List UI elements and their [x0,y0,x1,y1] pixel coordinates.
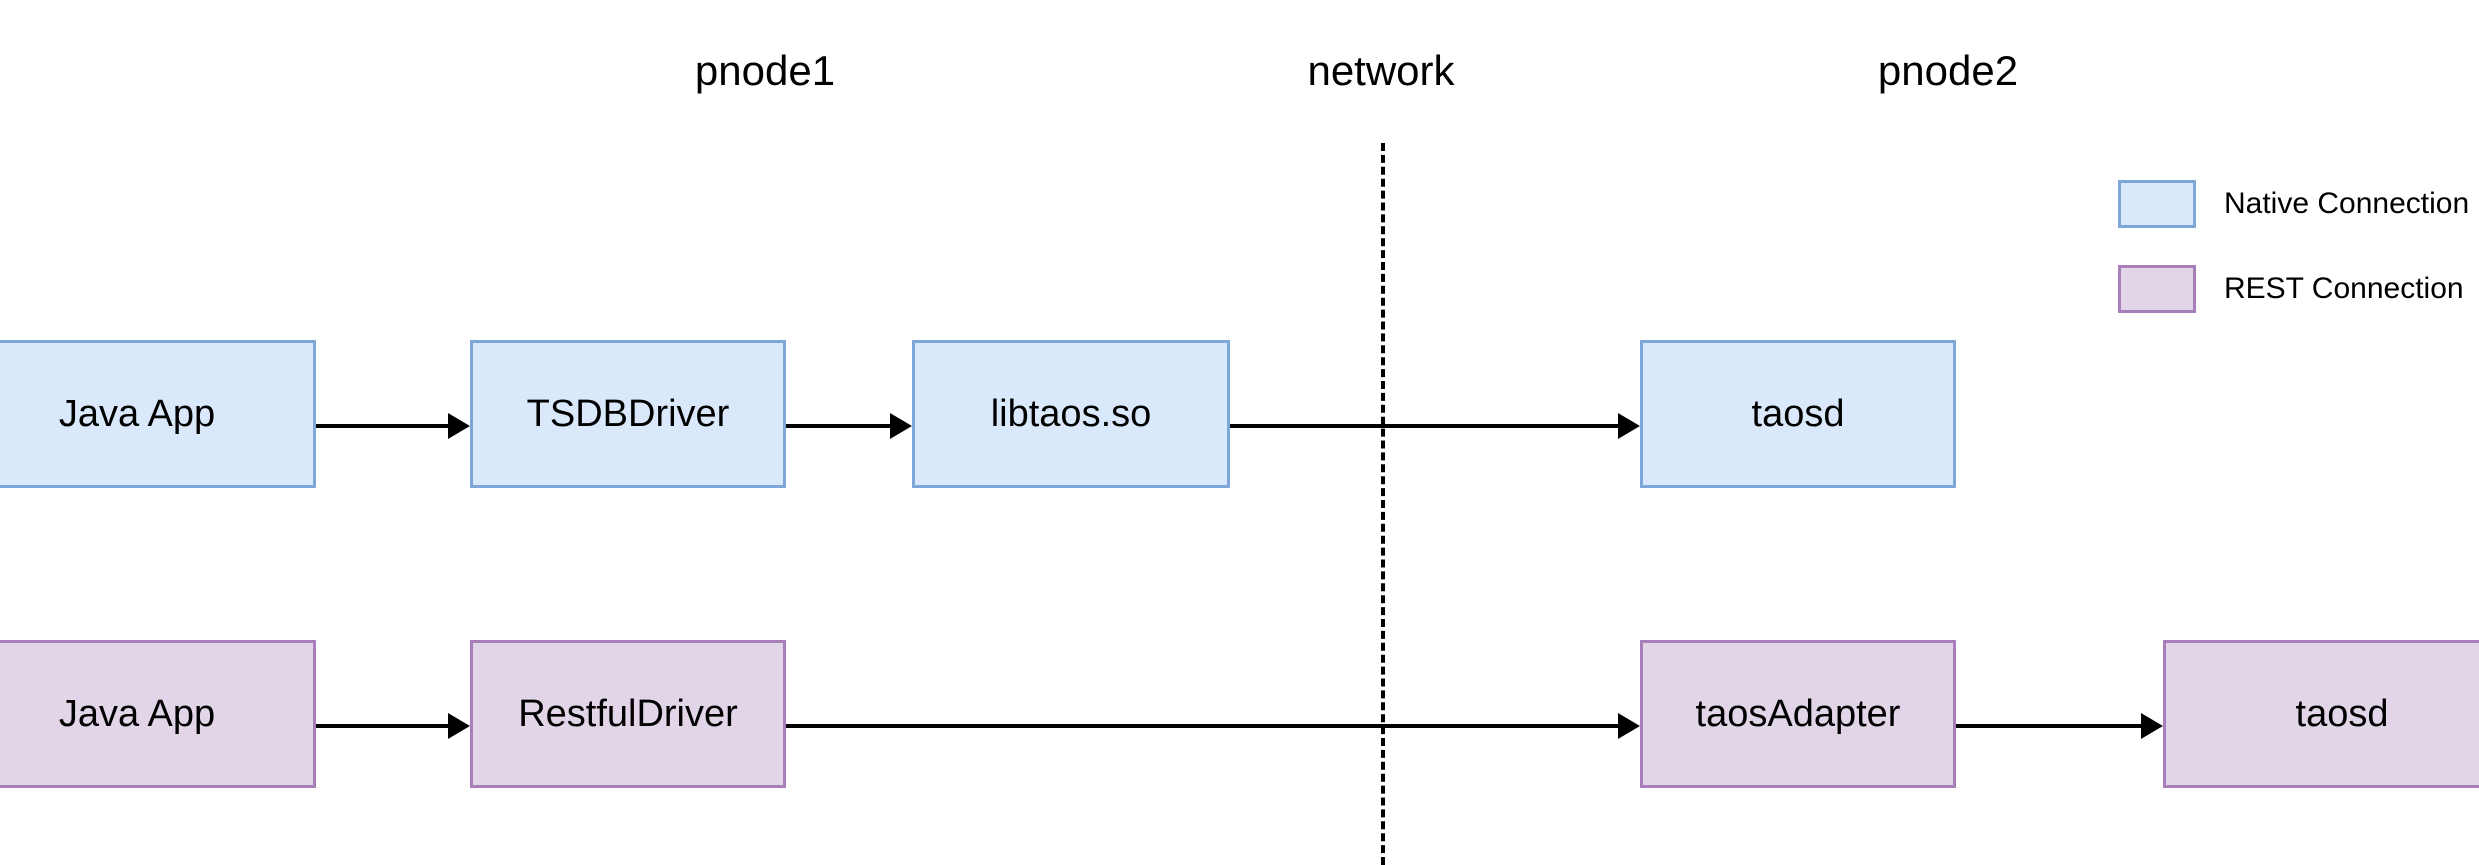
arrowhead-icon-taos-adapter-to-taosd [2141,713,2163,739]
arrow-java-app-to-restful-driver [316,724,448,728]
arrowhead-icon-java-app-to-tsdb-driver [448,413,470,439]
node-tsdb-driver[interactable]: TSDBDriver [470,340,786,488]
arrowhead-icon-java-app-to-restful-driver [448,713,470,739]
node-taosd-native[interactable]: taosd [1640,340,1956,488]
column-header-pnode2: pnode2 [1877,47,2019,94]
legend-swatch-rest-icon [2118,265,2196,313]
legend-item-rest-connection: REST Connection [2118,265,2464,313]
legend-label-native-connection: Native Connection [2224,187,2470,220]
node-restful-driver[interactable]: RestfulDriver [470,640,786,788]
arrowhead-icon-restful-driver-to-taos-adapter [1618,713,1640,739]
legend-swatch-native-icon [2118,180,2196,228]
column-header-network: network [1307,47,1455,94]
node-java-app-rest[interactable]: Java App [0,640,316,788]
column-header-pnode1: pnode1 [694,47,836,94]
arrow-taos-adapter-to-taosd [1956,724,2141,728]
network-boundary-divider [1381,143,1385,865]
legend-label-rest-connection: REST Connection [2224,272,2464,305]
node-taosd-rest[interactable]: taosd [2163,640,2479,788]
node-taos-adapter[interactable]: taosAdapter [1640,640,1956,788]
arrow-java-app-to-tsdb-driver [316,424,448,428]
node-libtaos-so[interactable]: libtaos.so [912,340,1230,488]
legend-item-native-connection: Native Connection [2118,180,2469,228]
arrowhead-icon-libtaos-to-taosd [1618,413,1640,439]
arrowhead-icon-tsdb-driver-to-libtaos [890,413,912,439]
arrow-restful-driver-to-taos-adapter [786,724,1618,728]
arrow-tsdb-driver-to-libtaos [786,424,890,428]
arrow-libtaos-to-taosd [1230,424,1618,428]
node-java-app-native[interactable]: Java App [0,340,316,488]
